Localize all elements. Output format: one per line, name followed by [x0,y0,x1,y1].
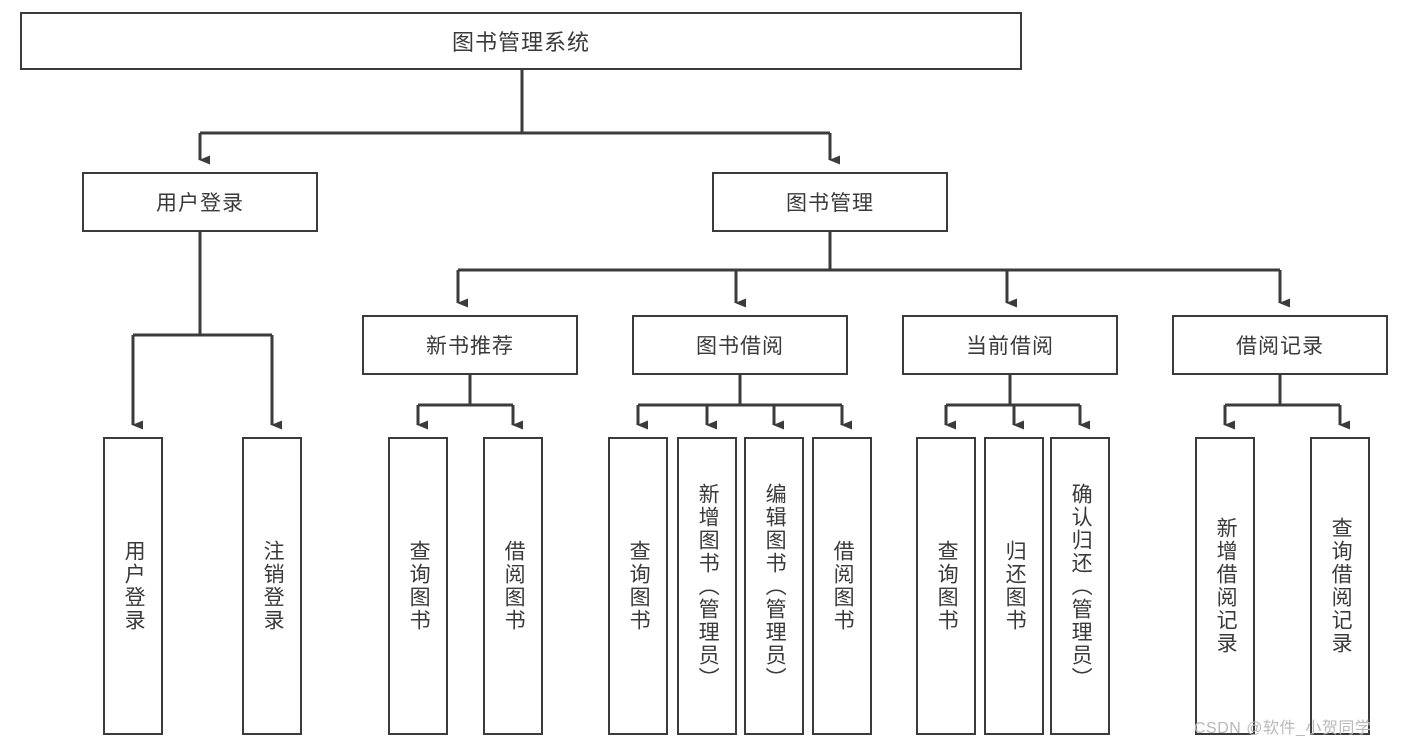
leaf-borrow-book[interactable]: 借阅图书 [812,437,872,735]
node-user-login-label: 用户登录 [156,192,244,215]
leaf-return-book-label: 归还图书 [1003,540,1027,632]
leaf-user-login[interactable]: 用户登录 [103,437,163,735]
leaf-confirm-return-label: 确认归还（管理员） [1069,482,1093,690]
leaf-borrow-book-recommend[interactable]: 借阅图书 [483,437,543,735]
leaf-query-book-current[interactable]: 查询图书 [916,437,976,735]
node-book-manage-label: 图书管理 [786,192,874,215]
leaf-query-book-current-label: 查询图书 [935,540,959,632]
leaf-query-book-recommend-label: 查询图书 [407,540,431,632]
node-borrow-record-label: 借阅记录 [1236,335,1324,358]
node-book-borrow[interactable]: 图书借阅 [632,315,848,375]
leaf-logout-label: 注销登录 [261,540,285,632]
leaf-query-book-recommend[interactable]: 查询图书 [388,437,448,735]
leaf-query-borrow-record[interactable]: 查询借阅记录 [1310,437,1370,735]
node-root-label: 图书管理系统 [451,30,590,55]
node-current-borrow-label: 当前借阅 [966,335,1054,358]
node-root[interactable]: 图书管理系统 [20,12,1022,70]
leaf-add-book-label: 新增图书（管理员） [696,482,720,690]
leaf-add-borrow-record-label: 新增借阅记录 [1214,517,1238,655]
leaf-borrow-book-recommend-label: 借阅图书 [502,540,526,632]
leaf-query-borrow-record-label: 查询借阅记录 [1329,517,1353,655]
watermark: CSDN @软件_小贺同学 [1194,720,1372,737]
leaf-borrow-book-label: 借阅图书 [831,540,855,632]
leaf-confirm-return[interactable]: 确认归还（管理员） [1050,437,1110,735]
node-current-borrow[interactable]: 当前借阅 [902,315,1118,375]
leaf-return-book[interactable]: 归还图书 [984,437,1044,735]
leaf-logout[interactable]: 注销登录 [242,437,302,735]
node-new-book-recommend[interactable]: 新书推荐 [362,315,578,375]
leaf-add-book[interactable]: 新增图书（管理员） [677,437,737,735]
node-user-login[interactable]: 用户登录 [82,172,318,232]
node-new-book-recommend-label: 新书推荐 [426,335,514,358]
leaf-edit-book[interactable]: 编辑图书（管理员） [744,437,804,735]
node-book-borrow-label: 图书借阅 [696,335,784,358]
leaf-query-book[interactable]: 查询图书 [608,437,668,735]
leaf-edit-book-label: 编辑图书（管理员） [763,482,787,690]
node-borrow-record[interactable]: 借阅记录 [1172,315,1388,375]
leaf-query-book-label: 查询图书 [627,540,651,632]
leaf-add-borrow-record[interactable]: 新增借阅记录 [1195,437,1255,735]
leaf-user-login-label: 用户登录 [122,540,146,632]
node-book-manage[interactable]: 图书管理 [712,172,948,232]
